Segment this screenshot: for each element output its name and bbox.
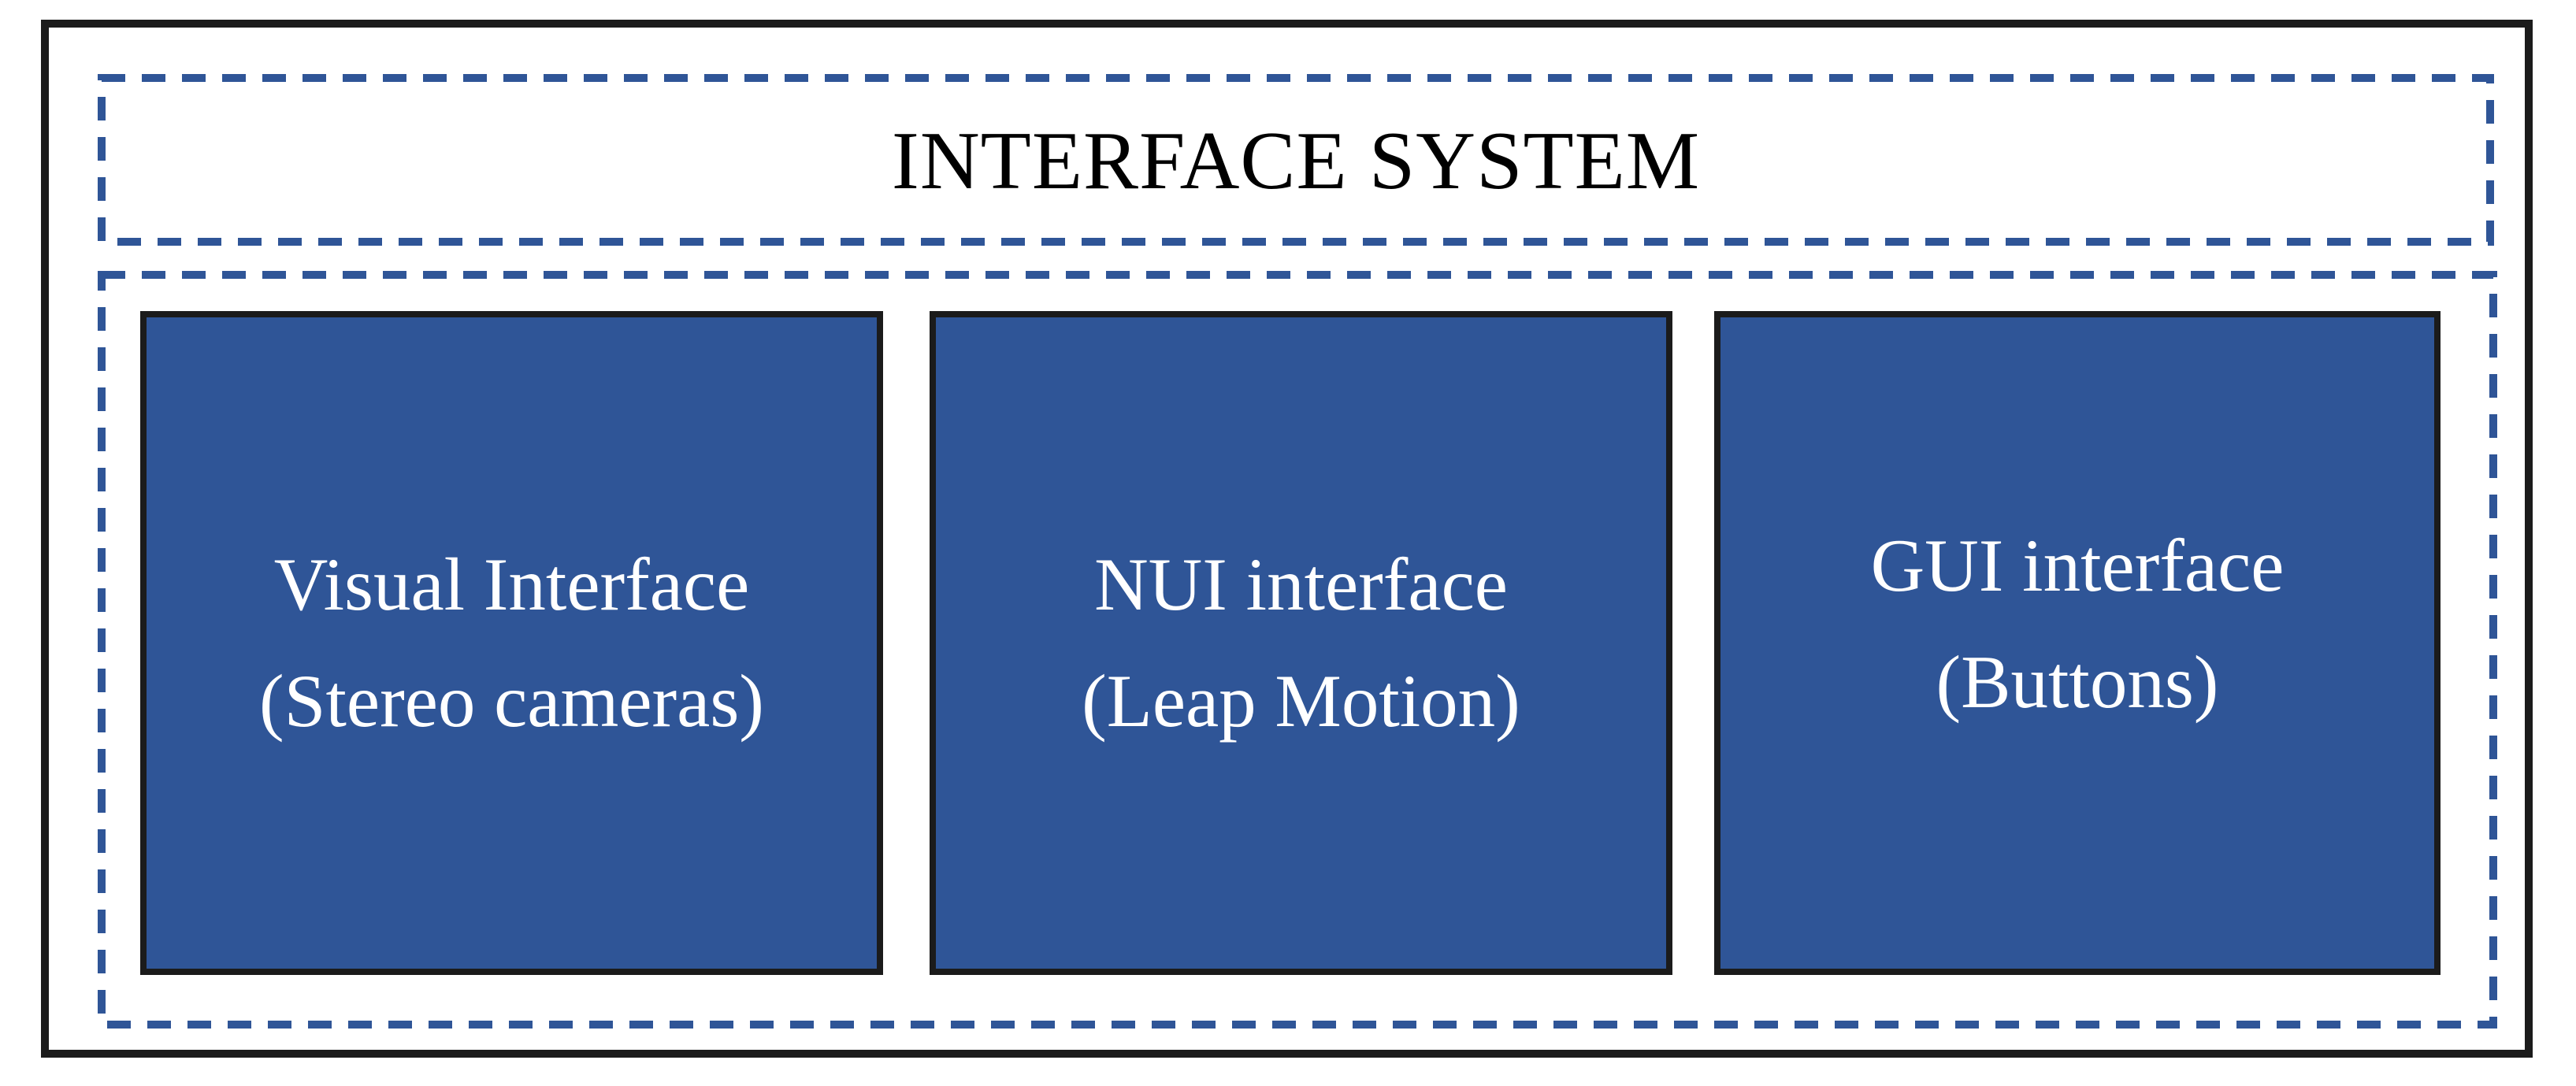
module-detail: (Leap Motion) (1082, 658, 1520, 743)
module-nui-interface: NUI interface (Leap Motion) (930, 311, 1672, 975)
figure-outer-frame (41, 20, 2533, 1058)
module-gui-interface: GUI interface (Buttons) (1714, 311, 2441, 975)
module-detail: (Buttons) (1936, 639, 2219, 724)
module-text-block: GUI interface (Buttons) (1871, 508, 2285, 740)
module-name: NUI interface (1094, 543, 1508, 627)
interface-system-title: INTERFACE SYSTEM (891, 113, 1701, 206)
module-detail: (Stereo cameras) (259, 658, 764, 743)
module-visual-interface: Visual Interface (Stereo cameras) (140, 311, 883, 975)
module-text-block: NUI interface (Leap Motion) (1082, 527, 1520, 759)
module-name: Visual Interface (273, 543, 750, 627)
module-text-block: Visual Interface (Stereo cameras) (259, 527, 764, 759)
module-name: GUI interface (1870, 524, 2285, 608)
